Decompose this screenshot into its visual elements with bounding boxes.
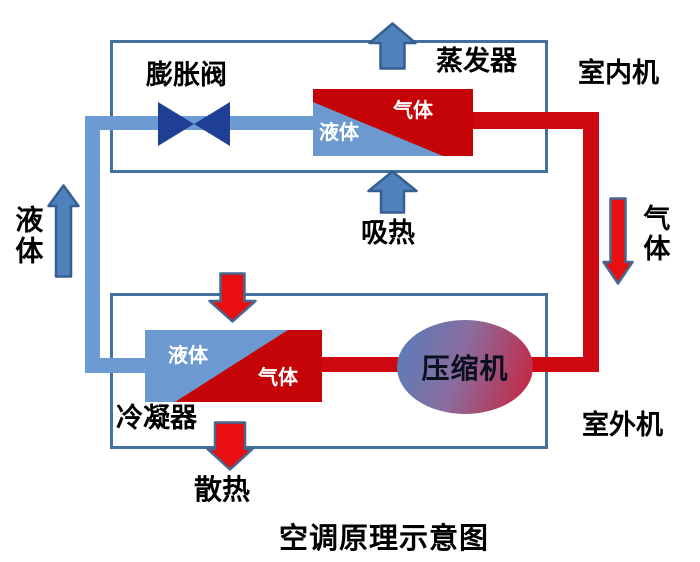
diagram-title: 空调原理示意图 (279, 523, 490, 555)
compressor-label: 压缩机 (421, 354, 509, 385)
condenser-block: 液体 气体 (145, 330, 322, 402)
condenser-label: 冷凝器 (116, 403, 197, 433)
condenser-gas-label: 气体 (258, 367, 298, 389)
evaporator-label: 蒸发器 (436, 46, 517, 76)
liquid-up-arrow-icon (47, 184, 80, 278)
condenser-in-down-arrow-icon (208, 272, 257, 323)
heat-release-label: 散热 (194, 475, 251, 506)
gas-down-arrow-icon (602, 197, 634, 285)
gas-pipe-top-horizontal (473, 112, 599, 129)
evaporator-liquid-triangle (313, 102, 443, 156)
evaporator-liquid-label: 液体 (319, 122, 359, 144)
heat-absorb-label: 吸热 (361, 218, 415, 248)
condenser-liquid-label: 液体 (168, 345, 208, 367)
heat-absorb-up-arrow-icon (367, 170, 418, 214)
gas-pipe-right-vertical (583, 112, 599, 372)
liquid-pipe-bottom-horizontal (85, 358, 147, 373)
expansion-valve-label: 膨胀阀 (146, 60, 227, 90)
indoor-unit-box (110, 40, 548, 173)
outdoor-unit-label: 室外机 (582, 410, 663, 440)
evaporator-gas-label: 气体 (393, 100, 433, 122)
condenser-gas-polygon (175, 330, 322, 402)
liquid-pipe-left-vertical (85, 116, 100, 373)
evaporator-block: 气体 液体 (313, 89, 473, 156)
indoor-unit-label: 室内机 (578, 58, 659, 88)
gas-pipe-label: 气体 (639, 204, 670, 264)
evaporator-out-up-arrow-icon (368, 22, 417, 70)
liquid-pipe-label: 液体 (11, 205, 43, 267)
compressor-block: 压缩机 (397, 320, 533, 414)
heat-release-down-arrow-icon (206, 421, 254, 471)
expansion-valve-icon (158, 102, 230, 146)
